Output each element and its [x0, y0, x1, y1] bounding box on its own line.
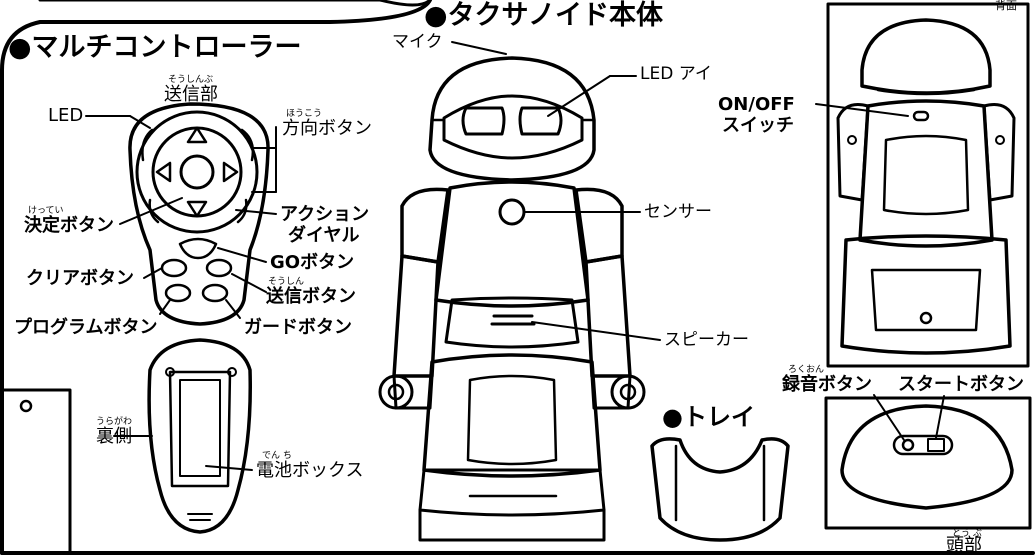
heading-multi-controller: ●マルチコントローラー: [8, 32, 302, 63]
label-head: 頭部: [946, 535, 982, 556]
ruby-send: そうしん: [268, 277, 305, 287]
label-send-button: 送信ボタン: [266, 286, 356, 307]
panel-frame-top-left: [38, 0, 432, 7]
label-onoff-1: ON/OFF: [718, 94, 795, 115]
label-top-right-fragment: 背面: [995, 0, 1017, 12]
label-clear-button: クリアボタン: [26, 268, 134, 289]
label-record-button: 録音ボタン: [782, 374, 872, 395]
label-direction-button: 方向ボタン: [282, 118, 372, 139]
label-start-button: スタートボタン: [898, 374, 1024, 395]
panel-frame-left: [0, 0, 432, 72]
ruby-transmitter: そうしんぶ: [168, 75, 214, 85]
controller-back: [147, 338, 252, 534]
ruby-record: ろくおん: [788, 365, 825, 375]
label-action-dial-2: ダイヤル: [288, 225, 360, 246]
label-go-button: GOボタン: [270, 252, 355, 273]
heading-tray: ●トレイ: [662, 403, 755, 431]
heading-robot-body: ●タクサノイド本体: [424, 0, 664, 31]
ruby-head: とう ぶ: [952, 529, 982, 539]
label-back-side: 裏側: [96, 426, 132, 447]
label-speaker: スピーカー: [664, 330, 749, 350]
robot-back: [826, 2, 1030, 368]
label-battery-box: 電池ボックス: [256, 460, 364, 481]
label-sensor: センサー: [644, 202, 712, 222]
ruby-direction: ほうこう: [286, 109, 323, 119]
ruby-decide: けってい: [28, 206, 64, 216]
label-transmitter: 送信部: [164, 84, 218, 105]
label-mic: マイク: [392, 32, 443, 52]
leader-lines: [85, 41, 945, 471]
label-guard-button: ガードボタン: [244, 317, 352, 338]
tray-drawing: [650, 437, 790, 542]
controller-front: [128, 102, 270, 326]
robot-front: [378, 56, 646, 542]
label-program-button: プログラムボタン: [14, 317, 158, 338]
label-action-dial-1: アクション: [280, 204, 370, 225]
label-decide-button: 決定ボタン: [24, 215, 114, 236]
robot-head-top: [824, 396, 1032, 530]
ruby-back-side: うらがわ: [96, 417, 133, 427]
ruby-battery: でん ち: [262, 451, 292, 461]
label-led: LED: [48, 105, 84, 126]
label-onoff-2: スイッチ: [722, 115, 794, 136]
label-led-eye: LED アイ: [640, 64, 712, 84]
